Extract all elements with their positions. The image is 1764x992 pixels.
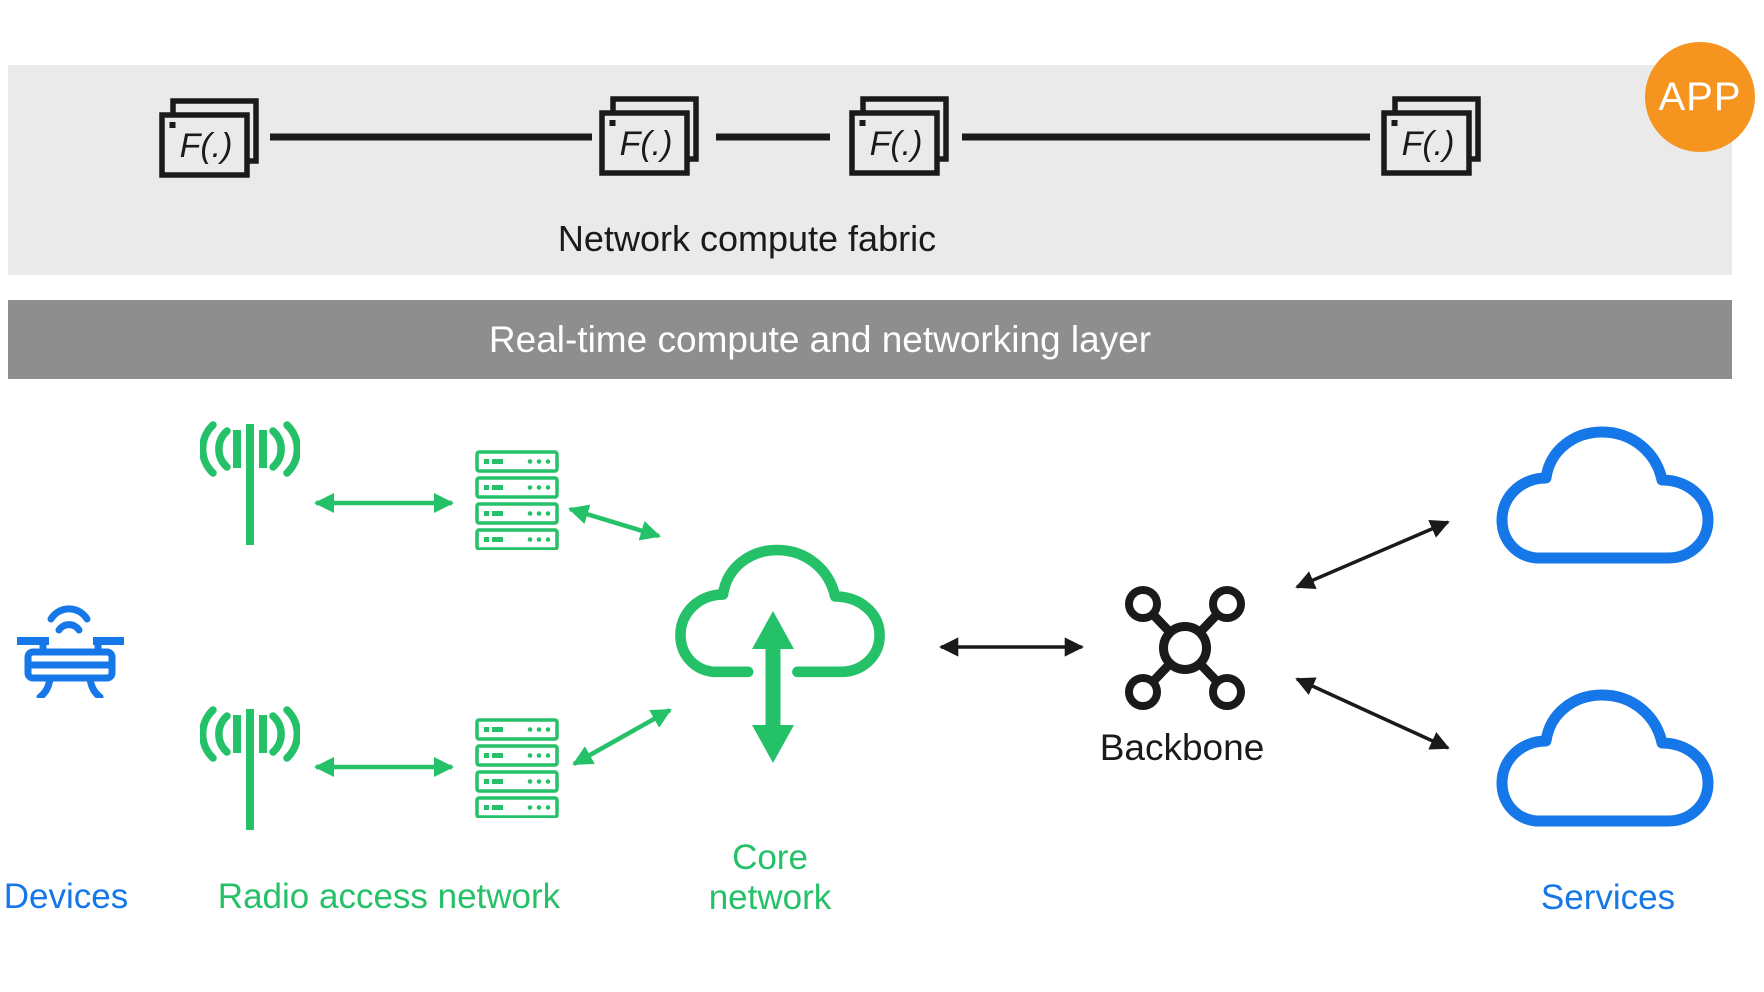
backbone-label: Backbone: [1099, 727, 1265, 768]
core-network-label-line2: network: [708, 878, 832, 917]
function-block-label: F(.): [180, 127, 233, 165]
cell-tower-icon-bottom: [200, 706, 300, 830]
drone-icon: [17, 605, 124, 698]
arrow-servers-core-bottom: [572, 708, 672, 766]
core-network-label-line1: Core: [732, 837, 808, 877]
services-cloud-icon-top: [1496, 426, 1714, 564]
function-block-label: F(.): [1402, 125, 1455, 163]
network-compute-fabric-title: Network compute fabric: [557, 218, 937, 259]
function-block-icon-3: F(.): [849, 96, 949, 176]
core-network-label: Core network: [709, 838, 832, 919]
app-badge-label: APP: [1658, 74, 1742, 119]
backbone-hub-icon: [1125, 586, 1245, 710]
server-stack-icon-bottom: [475, 718, 559, 818]
function-block-icon-4: F(.): [1381, 96, 1481, 176]
realtime-layer-title: Real-time compute and networking layer: [488, 319, 1152, 360]
function-block-label: F(.): [620, 125, 673, 163]
arrow-backbone-services-bottom: [1295, 677, 1450, 750]
radio-access-network-label: Radio access network: [217, 877, 561, 916]
arrow-servers-core-top: [568, 504, 661, 541]
core-vertical-arrow: [752, 611, 794, 763]
services-label: Services: [1540, 878, 1676, 917]
arrow-backbone-services-top: [1295, 520, 1450, 589]
core-network-cloud-icon: [675, 544, 885, 678]
app-badge: APP: [1645, 42, 1755, 152]
server-stack-icon-top: [475, 450, 559, 550]
realtime-layer-band: [8, 300, 1732, 379]
services-cloud-icon-bottom: [1496, 689, 1714, 827]
cell-tower-icon-top: [200, 421, 300, 545]
function-block-icon-2: F(.): [599, 96, 699, 176]
devices-label: Devices: [3, 877, 129, 916]
function-block-label: F(.): [870, 125, 923, 163]
function-block-icon-1: F(.): [159, 98, 259, 178]
